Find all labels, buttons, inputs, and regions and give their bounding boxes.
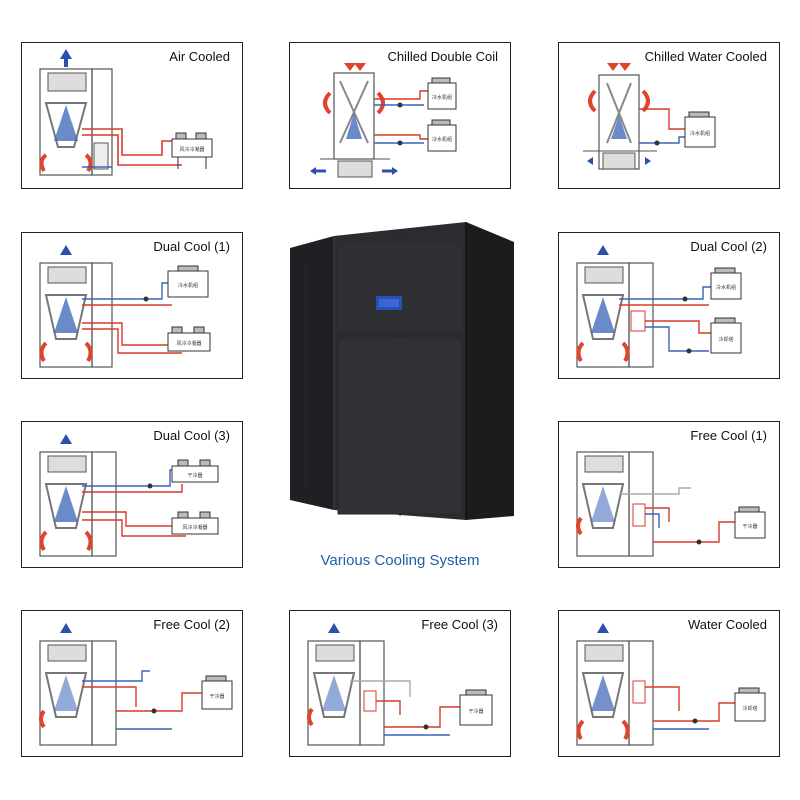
panel-title: Dual Cool (3)	[153, 428, 230, 443]
panel-title: Air Cooled	[169, 49, 230, 64]
unit-label: 冷水机组	[690, 130, 710, 137]
cooling-tower: 冷却塔	[734, 687, 766, 722]
chiller-unit: 冷水机组	[684, 111, 716, 148]
panel-free-cool-3: 干冷器 Free Cool (3)	[289, 610, 511, 757]
unit-label: 冷水机组	[716, 284, 736, 291]
dual-cool-2-schematic: 冷水机组 冷却塔	[576, 245, 742, 368]
panel-dual-cool-2: 冷水机组 冷却塔 Dual Cool (2)	[558, 232, 780, 379]
panel-title: Free Cool (3)	[421, 617, 498, 632]
dual-cool-3-schematic: 干冷器 风冷冷凝器	[39, 434, 219, 557]
unit-label: 冷却塔	[742, 705, 757, 712]
panel-title: Water Cooled	[688, 617, 767, 632]
panel-title: Free Cool (1)	[690, 428, 767, 443]
free-cool-1-schematic: 干冷器	[576, 451, 766, 557]
unit-label: 风冷冷凝器	[176, 340, 201, 347]
unit-label: 干冷器	[468, 708, 483, 715]
free-cool-3-schematic: 干冷器	[307, 623, 493, 746]
chiller-unit: 冷水机组	[167, 265, 209, 298]
free-cool-2-schematic: 干冷器	[39, 623, 233, 746]
dry-cooler-unit: 干冷器	[171, 459, 219, 483]
unit-label: 冷水机组	[178, 282, 198, 289]
precision-air-conditioner-cabinet	[290, 222, 514, 520]
panel-free-cool-1: 干冷器 Free Cool (1)	[558, 421, 780, 568]
panel-dual-cool-1: 冷水机组 风冷冷凝器 Dual Cool (1)	[21, 232, 243, 379]
caption: Various Cooling System	[320, 552, 480, 569]
panel-dual-cool-3: 干冷器 风冷冷凝器 Dual Cool (3)	[21, 421, 243, 568]
panel-title: Chilled Double Coil	[387, 49, 498, 64]
cooling-tower: 冷却塔	[710, 317, 742, 354]
chiller-unit-1: 冷水机组	[427, 77, 457, 110]
panel-title: Free Cool (2)	[153, 617, 230, 632]
panel-title: Dual Cool (1)	[153, 239, 230, 254]
unit-label: 冷水机组	[432, 94, 452, 101]
panel-chilled-double-coil: 冷水机组 冷水机组 Chilled Double Coil	[289, 42, 511, 189]
chilled-water-cooled-schematic: 冷水机组	[583, 63, 716, 170]
chiller-unit-2: 冷水机组	[427, 119, 457, 152]
panel-title: Chilled Water Cooled	[644, 49, 767, 64]
chiller-unit: 冷水机组	[710, 267, 742, 300]
unit-label: 风冷冷凝器	[179, 146, 204, 153]
condenser-unit: 风冷冷凝器	[171, 511, 219, 535]
dry-cooler-unit: 干冷器	[459, 689, 493, 726]
unit-label: 风冷冷凝器	[182, 524, 207, 531]
panel-title: Dual Cool (2)	[690, 239, 767, 254]
unit-label: 冷却塔	[718, 336, 733, 343]
unit-label: 冷水机组	[432, 136, 452, 143]
chilled-double-coil-schematic: 冷水机组 冷水机组	[310, 63, 457, 178]
dry-cooler-unit: 干冷器	[734, 506, 766, 539]
panel-water-cooled: 冷却塔 Water Cooled	[558, 610, 780, 757]
dual-cool-1-schematic: 冷水机组 风冷冷凝器	[39, 245, 211, 368]
condenser-unit: 风冷冷凝器	[171, 132, 213, 169]
panel-free-cool-2: 干冷器 Free Cool (2)	[21, 610, 243, 757]
air-cooled-schematic: 风冷冷凝器	[39, 49, 213, 176]
unit-label: 干冷器	[209, 693, 224, 700]
panel-chilled-water-cooled: 冷水机组 Chilled Water Cooled	[558, 42, 780, 189]
condenser-unit: 风冷冷凝器	[167, 326, 211, 352]
panel-air-cooled: 风冷冷凝器 Air Cooled	[21, 42, 243, 189]
water-cooled-schematic: 冷却塔	[576, 623, 766, 746]
unit-label: 干冷器	[187, 472, 202, 479]
dry-cooler-unit: 干冷器	[201, 675, 233, 710]
unit-label: 干冷器	[742, 523, 757, 530]
